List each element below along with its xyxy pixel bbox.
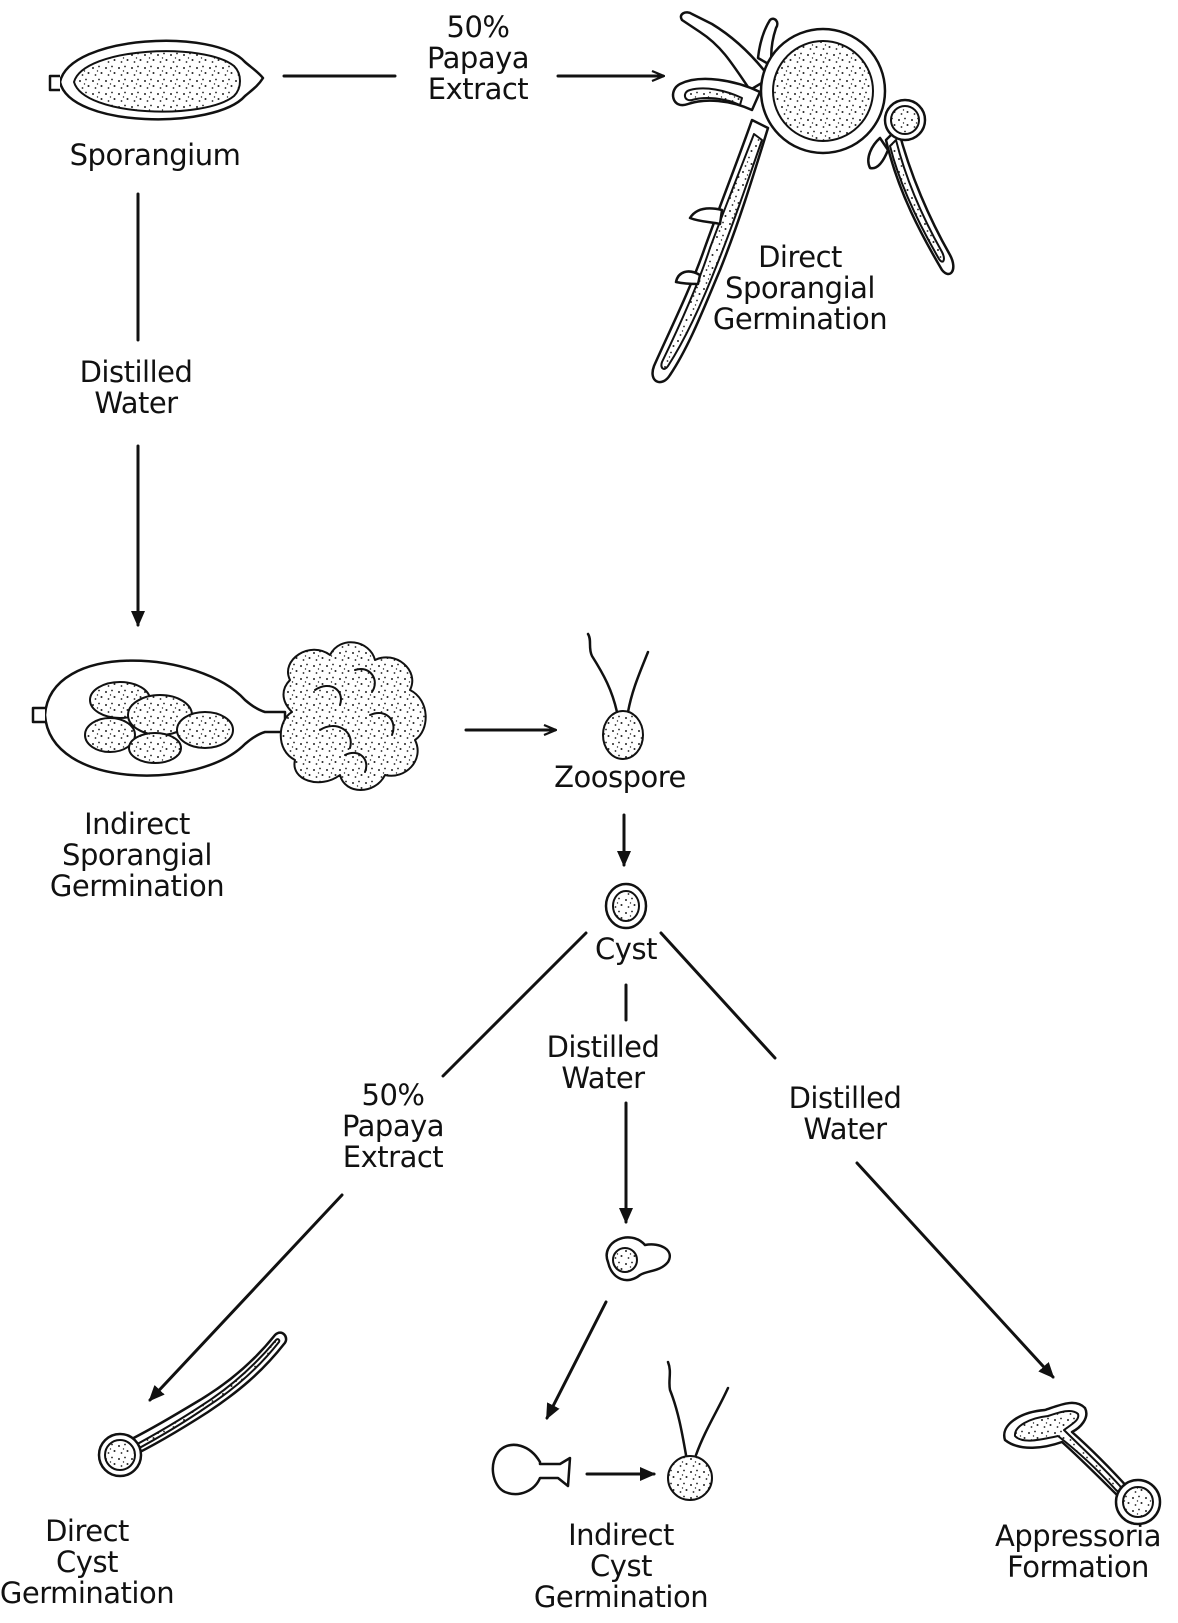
arrow-cyst-to-appressoria xyxy=(661,933,1053,1377)
edge-label-distilled-water-left: Distilled Water xyxy=(80,357,193,419)
direct-sporangial-germination-label: Direct Sporangial Germination xyxy=(713,242,887,335)
sporangium-label: Sporangium xyxy=(70,140,241,171)
indirect-sporangial-germination-label: Indirect Sporangial Germination xyxy=(50,809,224,902)
zoospore-label: Zoospore xyxy=(554,762,686,793)
cyst-illustration xyxy=(606,884,646,928)
appressoria-formation-label: Appressoria Formation xyxy=(995,1521,1161,1583)
cyst-label: Cyst xyxy=(595,934,657,965)
indirect-cyst-germination-illustration xyxy=(493,1362,728,1500)
arrow-germinating-cyst-to-empty-cyst xyxy=(547,1302,606,1418)
edge-label-papaya-extract-cyst: 50% Papaya Extract xyxy=(342,1080,444,1173)
direct-cyst-germination-label: Direct Cyst Germination xyxy=(0,1516,174,1609)
indirect-cyst-germination-label: Indirect Cyst Germination xyxy=(534,1520,708,1613)
edge-label-papaya-extract-top: 50% Papaya Extract xyxy=(427,12,529,105)
germinating-cyst-illustration xyxy=(607,1237,670,1280)
edge-label-distilled-water-center: Distilled Water xyxy=(547,1032,660,1094)
appressoria-formation-illustration xyxy=(1004,1403,1160,1524)
edge-label-distilled-water-right: Distilled Water xyxy=(789,1083,902,1145)
indirect-sporangial-germination-illustration xyxy=(33,642,426,790)
sporangium-illustration xyxy=(50,41,263,120)
zoospore-illustration xyxy=(588,634,648,759)
